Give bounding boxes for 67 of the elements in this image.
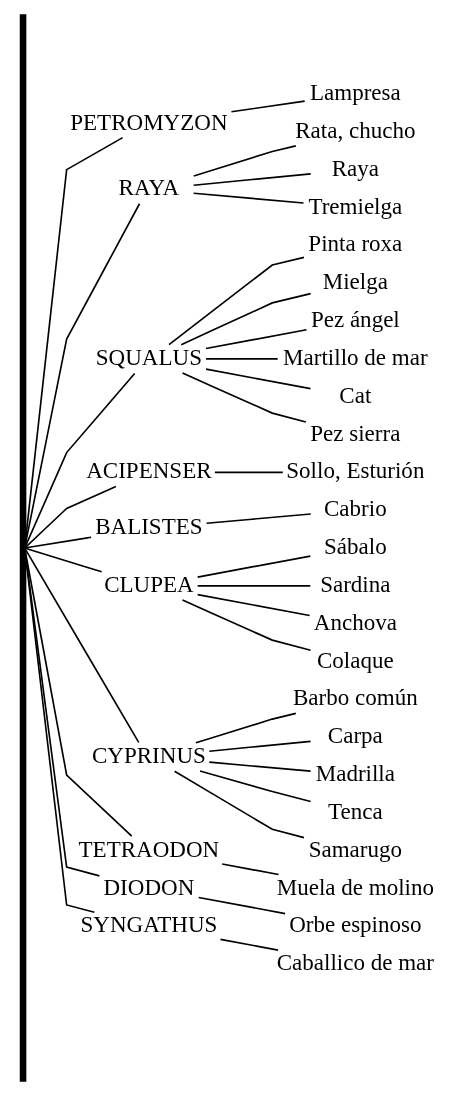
connector — [204, 358, 278, 360]
connector — [213, 471, 284, 474]
node-text: Caballico de mar — [276, 949, 434, 976]
node-text: Pez sierra — [309, 419, 400, 446]
connector — [192, 145, 297, 177]
connector — [194, 712, 297, 744]
node-text: Sardina — [319, 570, 390, 597]
node-text: SYNGATHUS — [79, 911, 217, 938]
connector — [196, 555, 311, 578]
connector — [197, 896, 286, 915]
node-text: Pez ángel — [310, 306, 400, 333]
connector — [205, 513, 312, 525]
node-text: Madrilla — [315, 760, 395, 787]
connector — [24, 372, 135, 547]
node-text: BALISTES — [94, 513, 203, 540]
node-text: TETRAODON — [78, 835, 219, 862]
connector — [220, 863, 279, 876]
node-text: CLUPEA — [103, 570, 194, 597]
node-text: Lampresa — [309, 79, 401, 106]
node-text: Rata, chucho — [294, 116, 415, 143]
connector — [230, 100, 305, 113]
connector — [179, 292, 311, 346]
node-text: PETROMYZON — [69, 108, 228, 135]
node-text: Cabrio — [323, 495, 387, 522]
connector — [173, 770, 305, 839]
connector — [24, 202, 140, 545]
connector — [207, 740, 311, 753]
connector — [24, 536, 92, 549]
connector — [192, 192, 304, 204]
node-text: Carpa — [327, 722, 383, 749]
node-text: Raya — [331, 154, 379, 181]
node-bar — [19, 14, 26, 1082]
node-text: Muela de molino — [276, 873, 434, 900]
node-text: CYPRINUS — [91, 742, 206, 769]
node-text: RAYA — [118, 174, 179, 201]
connector — [219, 938, 279, 951]
connector — [24, 485, 117, 548]
connector — [192, 173, 311, 187]
connector — [207, 761, 311, 772]
node-text: Martillo de mar — [282, 343, 428, 370]
node-text: Sollo, Esturión — [285, 457, 424, 484]
connector — [204, 368, 311, 390]
node-text: Mielga — [322, 268, 388, 295]
node-text: Colaque — [316, 646, 394, 673]
connector — [24, 547, 102, 573]
connector — [196, 585, 311, 587]
node-text: SQUALUS — [95, 343, 202, 370]
node-text: Tremielga — [307, 192, 402, 219]
node-text: Orbe espinoso — [288, 911, 422, 938]
connector — [24, 549, 140, 744]
node-text: Sábalo — [323, 533, 387, 560]
connector — [181, 372, 307, 423]
node-text: DIODON — [103, 873, 194, 900]
connector — [24, 551, 133, 837]
connector — [167, 256, 305, 346]
connector — [24, 553, 100, 877]
node-text: Cat — [338, 381, 371, 408]
node-text: Barbo común — [292, 684, 418, 711]
connector — [204, 328, 307, 350]
node-text: Pinta roxa — [307, 230, 402, 257]
connector — [196, 593, 310, 617]
node-text: ACIPENSER — [85, 457, 212, 484]
connector — [181, 599, 311, 651]
node-text: Tenca — [327, 797, 383, 824]
node-text: Anchova — [313, 608, 397, 635]
node-text: Samarugo — [308, 835, 402, 862]
connector — [198, 770, 311, 803]
